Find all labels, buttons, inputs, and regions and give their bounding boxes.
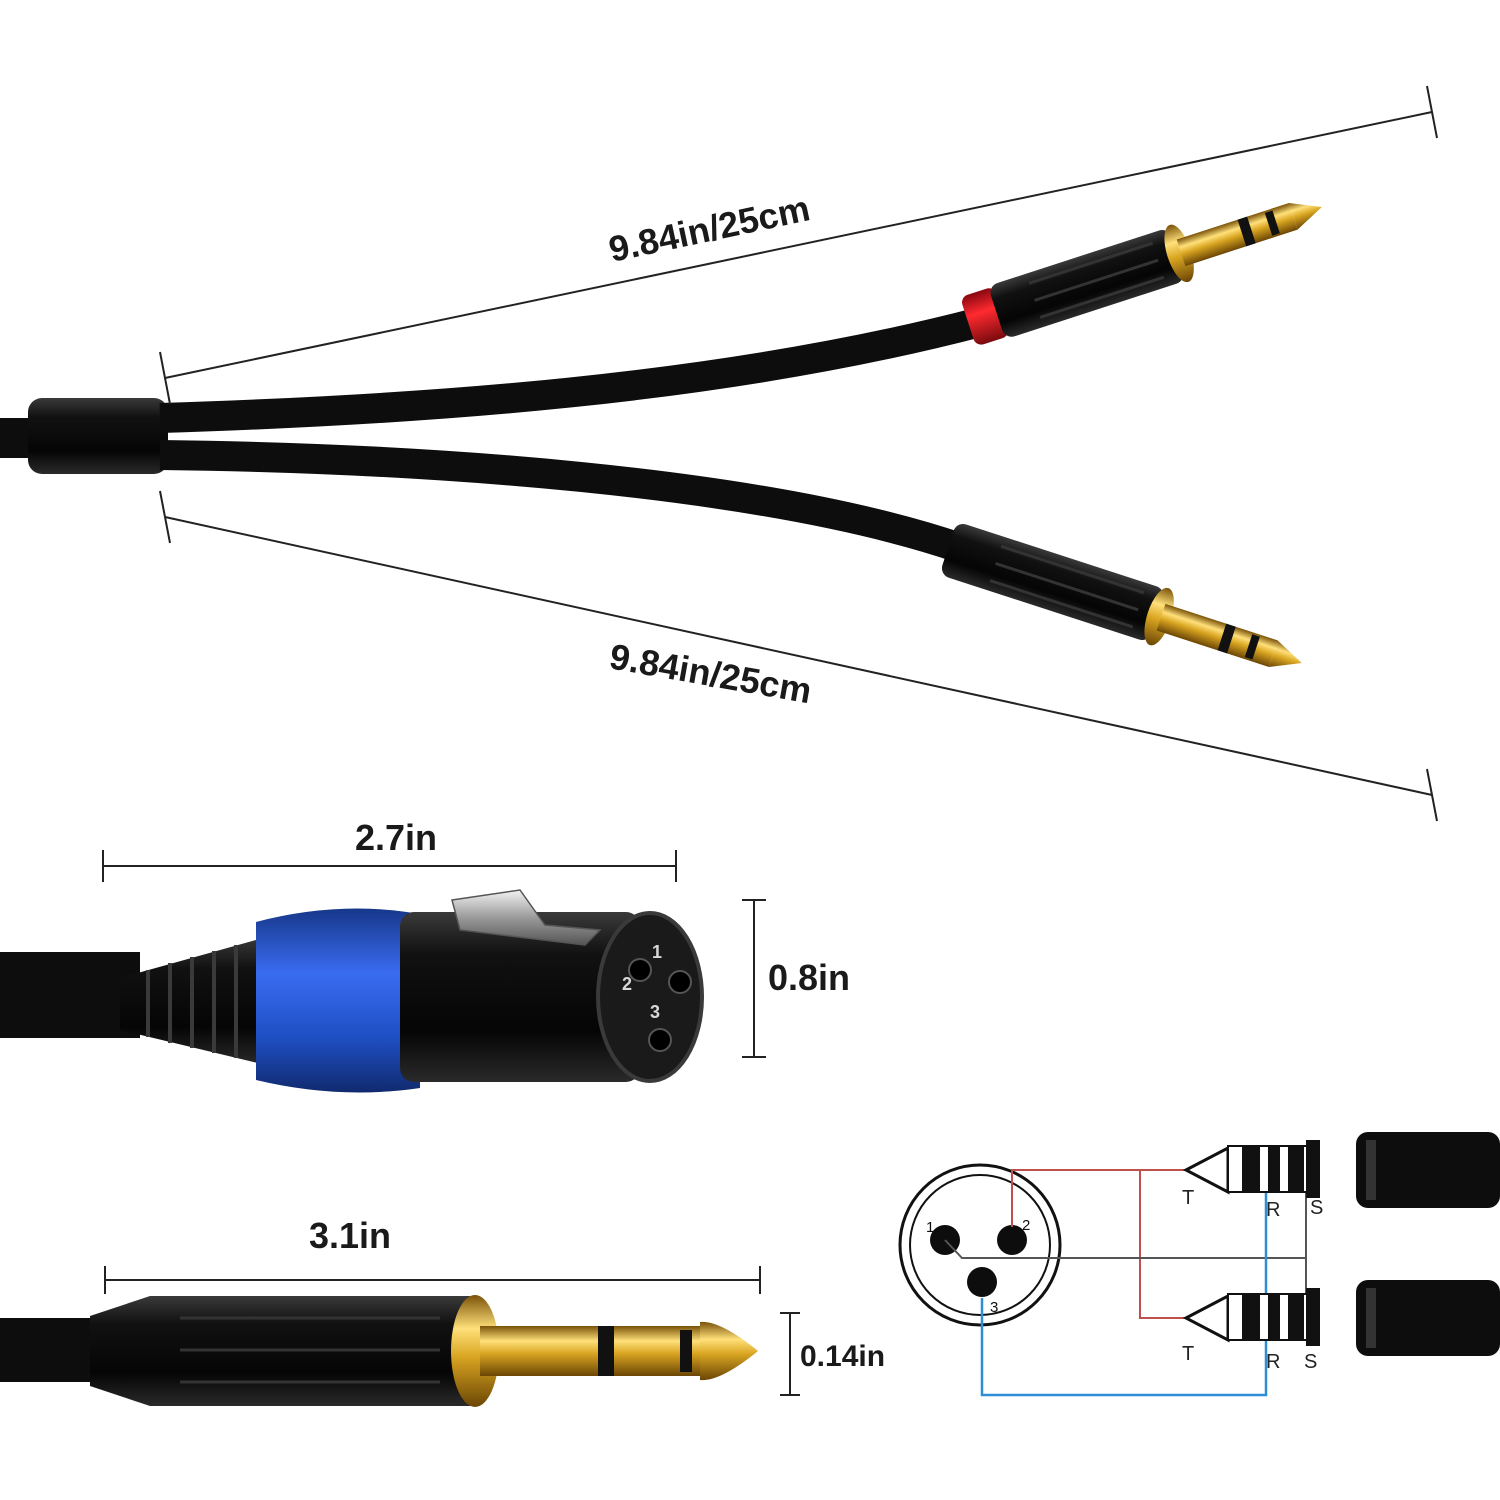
y-split-cable [0, 307, 984, 563]
xlr-face-pin-1: 1 [652, 942, 662, 962]
xlr-height-dimension [742, 899, 766, 1058]
lower-length-label: 9.84in/25cm [607, 636, 815, 712]
xlr-female-connector: 1 2 3 [0, 889, 704, 1093]
trs-diameter-label: 0.14in [800, 1340, 885, 1373]
lower-branch-cable [159, 440, 965, 563]
lower-sleeve-label: S [1304, 1351, 1317, 1373]
upper-branch-cable [159, 307, 984, 433]
upper-sleeve-label: S [1310, 1197, 1323, 1219]
xlr-body [400, 912, 640, 1082]
upper-trs-plug [962, 203, 1322, 345]
xlr-length-label: 2.7in [355, 817, 437, 858]
cold-wire [980, 1180, 1268, 1397]
xlr-face-pin-3: 3 [650, 1002, 660, 1022]
lower-dimension-line [159, 490, 1438, 822]
ground-wire [944, 1190, 1307, 1306]
strain-relief [120, 936, 270, 1066]
xlr-pin-1-label: 1 [926, 1219, 934, 1236]
lower-trs-plug [941, 523, 1302, 667]
trs-tip [700, 1321, 758, 1381]
xlr-cable [0, 952, 140, 1038]
upper-dimension-line [159, 85, 1438, 405]
upper-tip-label: T [1182, 1187, 1194, 1209]
xlr-face [596, 911, 704, 1083]
hot-wire [1011, 1169, 1190, 1319]
plug-tip [1268, 640, 1302, 667]
schematic-trs-upper: T R S [1182, 1132, 1500, 1221]
blue-collar [256, 908, 420, 1093]
latch-button [451, 889, 602, 946]
wiring-diagram: 1 2 3 T R S [898, 1132, 1500, 1397]
gold-shaft [1176, 203, 1298, 267]
xlr-length-dimension [102, 850, 677, 882]
trs-length-dimension [104, 1266, 761, 1294]
trs-gold-shaft [480, 1326, 702, 1376]
upper-length-label: 9.84in/25cm [605, 187, 813, 270]
trs-length-label: 3.1in [309, 1215, 391, 1256]
lower-tip-label: T [1182, 1343, 1194, 1365]
splitter-housing [28, 398, 168, 474]
schematic-trs-lower: T R S [1182, 1280, 1500, 1373]
gold-shaft [1156, 603, 1278, 667]
upper-ring-label: R [1266, 1199, 1280, 1221]
xlr-pin-diagram [898, 1163, 1062, 1327]
gold-collar [451, 1295, 499, 1407]
xlr-pin-3-label: 3 [990, 1299, 998, 1316]
plug-tip [1288, 203, 1322, 230]
xlr-pin-2-label: 2 [1022, 1217, 1030, 1234]
xlr-face-pin-2: 2 [622, 974, 632, 994]
xlr-diameter-label: 0.8in [768, 957, 850, 998]
trs-plug [0, 1295, 758, 1407]
lower-ring-label: R [1266, 1351, 1280, 1373]
trs-height-dimension [780, 1312, 800, 1396]
